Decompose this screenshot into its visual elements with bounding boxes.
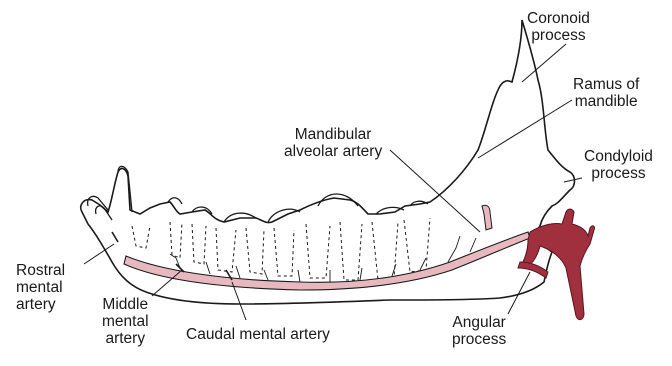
label-text: Coronoid — [527, 10, 590, 27]
label-text: artery — [16, 296, 65, 313]
label-text: mandible — [573, 93, 639, 110]
label-text: process — [452, 331, 506, 348]
label-condyloid-process: Condyloid process — [584, 148, 653, 182]
label-text: process — [527, 27, 590, 44]
label-text: Mandibular — [284, 126, 382, 143]
label-text: Middle — [102, 296, 149, 313]
label-middle-mental-artery: Middle mental artery — [102, 296, 149, 347]
label-text: Caudal mental artery — [186, 326, 330, 343]
label-text: alveolar artery — [284, 143, 382, 160]
label-text: Condyloid — [584, 148, 653, 165]
label-text: Angular — [452, 314, 506, 331]
label-text: process — [584, 165, 653, 182]
label-mandibular-alveolar-artery: Mandibular alveolar artery — [284, 126, 382, 160]
label-rostral-mental-artery: Rostral mental artery — [16, 262, 65, 313]
label-caudal-mental-artery: Caudal mental artery — [186, 326, 330, 343]
label-text: artery — [102, 330, 149, 347]
label-ramus-of-mandible: Ramus of mandible — [573, 76, 639, 110]
label-text: mental — [16, 279, 65, 296]
label-coronoid-process: Coronoid process — [527, 10, 590, 44]
label-text: Ramus of — [573, 76, 639, 93]
label-text: Rostral — [16, 262, 65, 279]
label-text: mental — [102, 313, 149, 330]
label-angular-process: Angular process — [452, 314, 506, 348]
